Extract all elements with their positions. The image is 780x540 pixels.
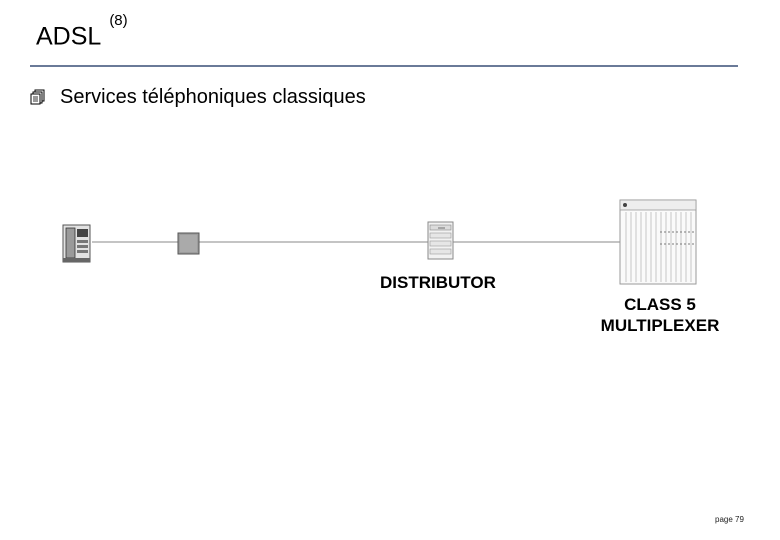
telephone-icon <box>62 224 91 263</box>
distributor-icon <box>427 221 454 260</box>
distributor-label: DISTRIBUTOR <box>380 273 496 292</box>
wall-jack-icon <box>177 232 200 255</box>
multiplexer-label-line2: MULTIPLEXER <box>600 316 720 335</box>
bullet-text: Services téléphoniques classiques <box>60 86 366 108</box>
multiplexer-rack-icon <box>619 199 697 285</box>
title-text: ADSL <box>36 22 102 51</box>
multiplexer-label: CLASS 5 MULTIPLEXER <box>590 294 730 336</box>
title-superscript: (8) <box>109 12 128 29</box>
title-divider <box>30 65 738 67</box>
document-stack-icon <box>30 89 45 105</box>
slide-title: ADSL (8) <box>36 12 128 51</box>
multiplexer-label-line1: CLASS 5 <box>624 295 696 314</box>
page-number: page 79 <box>715 515 744 524</box>
